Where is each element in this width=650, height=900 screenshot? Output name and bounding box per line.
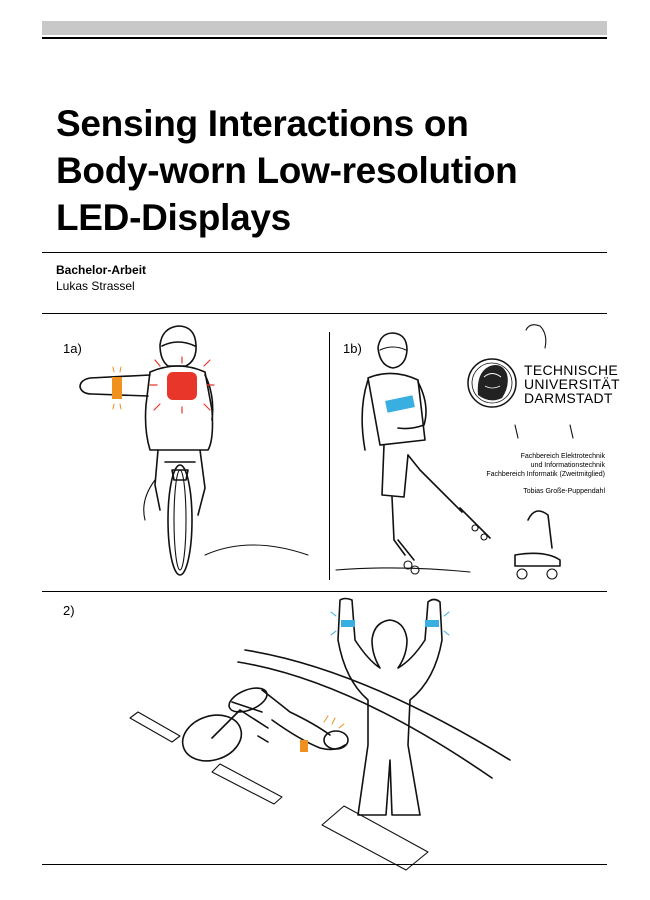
figure-label-1b: 1b) (343, 341, 362, 356)
header-bar (42, 21, 607, 35)
university-name: TECHNISCHE UNIVERSITÄT DARMSTADT (524, 363, 620, 405)
divider-rule (42, 591, 607, 592)
back-led-display (167, 372, 197, 400)
cyclist-illustration (79, 325, 309, 576)
title-line-3: LED-Displays (56, 197, 291, 238)
skater-illustration (335, 324, 574, 580)
divider-rule (42, 252, 607, 253)
accident-scene-illustration (129, 597, 511, 871)
figure-label-2: 2) (63, 603, 75, 618)
author-name: Lukas Strassel (56, 279, 135, 293)
title-line-2: Body-worn Low-resolution (56, 150, 518, 191)
header-rule (42, 37, 607, 39)
university-name-line: UNIVERSITÄT (524, 376, 620, 392)
tu-darmstadt-athene-seal-icon (467, 358, 517, 408)
supervisor-name: Tobias Große-Puppendahl (523, 488, 605, 495)
faculty-line: Fachbereich Elektrotechnik (520, 453, 605, 460)
arm-led-display (385, 395, 415, 413)
university-name-line: DARMSTADT (524, 390, 613, 406)
faculty-block: Fachbereich Elektrotechnik und Informati… (455, 452, 605, 479)
title-line-1: Sensing Interactions on (56, 103, 469, 144)
left-wrist-led-band (341, 620, 355, 627)
faculty-line: und Informationstechnik (530, 462, 605, 469)
fallen-wrist-led (300, 740, 308, 752)
panel-divider (329, 332, 330, 580)
faculty-line: Fachbereich Informatik (Zweitmitglied) (486, 471, 605, 478)
figure-label-1a: 1a) (63, 341, 82, 356)
wrist-led-band (112, 377, 122, 399)
divider-rule (42, 313, 607, 314)
document-title: Sensing Interactions on Body-worn Low-re… (56, 100, 616, 241)
document-type: Bachelor-Arbeit (56, 263, 147, 277)
university-name-line: TECHNISCHE (524, 362, 619, 378)
footer-rule (42, 864, 607, 865)
right-wrist-led-band (425, 620, 439, 627)
